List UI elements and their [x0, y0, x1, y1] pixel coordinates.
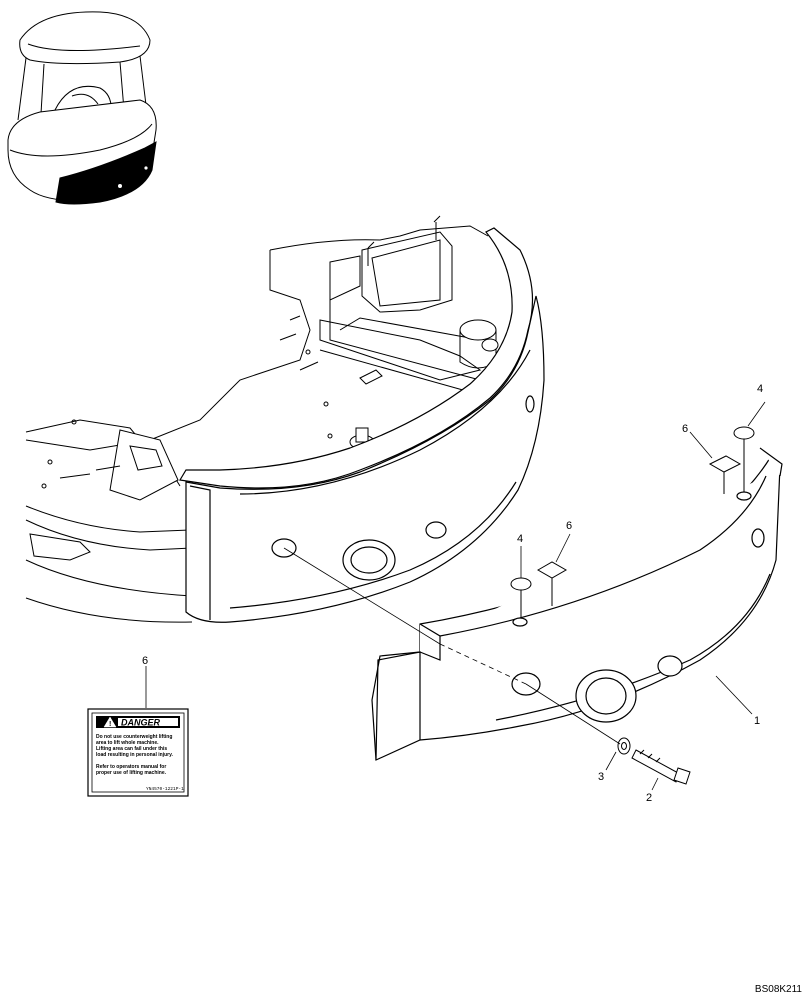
callout-3: 3 — [598, 771, 604, 783]
cap-part-4 — [510, 426, 755, 618]
decal-line-3: Lifting area can fail under this — [96, 746, 167, 752]
upper-frame-assembly — [25, 215, 499, 623]
installed-counterweight — [179, 227, 545, 623]
callout-6-right: 6 — [682, 423, 688, 435]
decal-line-5: Refer to operators manual for — [96, 764, 166, 770]
svg-text:!: ! — [109, 721, 111, 728]
leader-lines — [145, 401, 766, 791]
warning-triangle-icon — [103, 716, 117, 728]
decal-part-code: YN4570-1221P-1 — [146, 786, 184, 792]
callout-1: 1 — [754, 715, 760, 727]
callout-2: 2 — [646, 792, 652, 804]
callout-4-left: 4 — [517, 533, 523, 545]
assembly-line — [283, 547, 621, 745]
danger-decal: ! DANGER Do not use counterweight liftin… — [87, 708, 189, 797]
bolt-part-2 — [631, 749, 691, 785]
decal-part-6-small — [536, 455, 742, 606]
washer-part-3 — [617, 737, 631, 755]
callout-6-decal: 6 — [142, 655, 148, 667]
callouts: 1 2 3 4 4 6 6 6 — [142, 383, 763, 804]
decal-line-2: area to lift whole machine. — [96, 740, 159, 746]
decal-line-4: load resulting in personal injury. — [96, 752, 173, 758]
callout-6-mid: 6 — [566, 520, 572, 532]
drawing-reference: BS08K211 — [755, 984, 803, 995]
danger-header: DANGER — [121, 718, 161, 728]
decal-line-6: proper use of lifting machine. — [96, 770, 167, 776]
locator-thumbnail — [7, 11, 157, 205]
callout-4-right: 4 — [757, 383, 763, 395]
decal-line-1: Do not use counterweight lifting — [96, 734, 172, 740]
